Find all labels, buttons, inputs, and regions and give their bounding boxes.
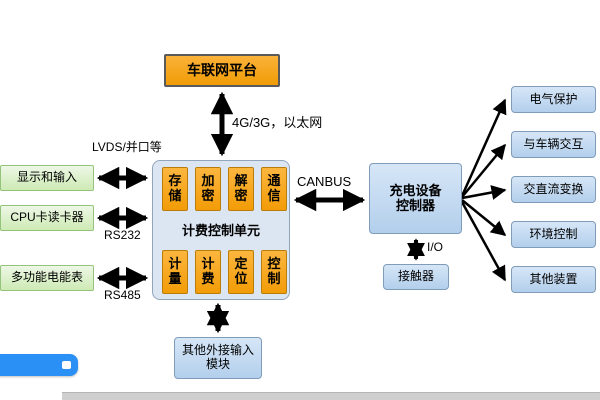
charging-controller-line1: 充电设备 bbox=[389, 182, 442, 198]
arrow-to-other-devices bbox=[460, 201, 507, 282]
arrow-to-environment-control bbox=[461, 199, 507, 236]
external-input-module-line2: 模块 bbox=[205, 357, 230, 371]
cpu-card-reader-box: CPU卡读卡器 bbox=[0, 205, 94, 231]
module-positioning: 定位 bbox=[228, 250, 254, 294]
arrow-to-acdc-conversion bbox=[461, 185, 507, 200]
arrow-to-vehicle-interaction bbox=[461, 143, 506, 198]
canbus-link-label: CANBUS bbox=[297, 174, 352, 189]
bottom-left-blue-widget[interactable] bbox=[0, 354, 78, 376]
electrical-protection-box: 电气保护 bbox=[511, 86, 596, 113]
other-devices-box: 其他装置 bbox=[511, 266, 596, 293]
rs232-link-label: RS232 bbox=[104, 228, 141, 242]
module-encrypt: 加密 bbox=[195, 167, 221, 211]
acdc-conversion-box: 交直流变换 bbox=[511, 176, 596, 203]
network-link-label: 4G/3G，以太网 bbox=[232, 115, 323, 130]
external-input-module-line1: 其他外接输入 bbox=[181, 343, 254, 358]
vehicle-interaction-box: 与车辆交互 bbox=[511, 131, 596, 158]
rs485-link-label: RS485 bbox=[104, 288, 141, 302]
arrow-to-electrical-protection bbox=[460, 98, 507, 197]
charging-controller-box: 充电设备 控制器 bbox=[369, 163, 462, 234]
environment-control-box: 环境控制 bbox=[511, 221, 596, 248]
iov-platform-box: 车联网平台 bbox=[164, 54, 280, 87]
module-control: 控制 bbox=[261, 250, 287, 294]
billing-control-unit-title: 计费控制单元 bbox=[181, 222, 260, 238]
contactor-box: 接触器 bbox=[383, 264, 449, 290]
display-input-box: 显示和输入 bbox=[0, 165, 94, 191]
module-comm: 通信 bbox=[261, 167, 287, 211]
module-billing: 计费 bbox=[195, 250, 221, 294]
module-storage: 存储 bbox=[162, 167, 188, 211]
multifunction-meter-box: 多功能电能表 bbox=[0, 265, 94, 291]
bottom-gray-bar bbox=[62, 392, 600, 400]
module-metering: 计量 bbox=[162, 250, 188, 294]
io-link-label: I/O bbox=[427, 240, 444, 254]
charging-controller-line2: 控制器 bbox=[395, 197, 435, 213]
module-decrypt: 解密 bbox=[228, 167, 254, 211]
external-input-module-box: 其他外接输入 模块 bbox=[174, 337, 262, 379]
white-indicator bbox=[62, 361, 71, 369]
lvds-link-label: LVDS/并口等 bbox=[92, 140, 162, 154]
